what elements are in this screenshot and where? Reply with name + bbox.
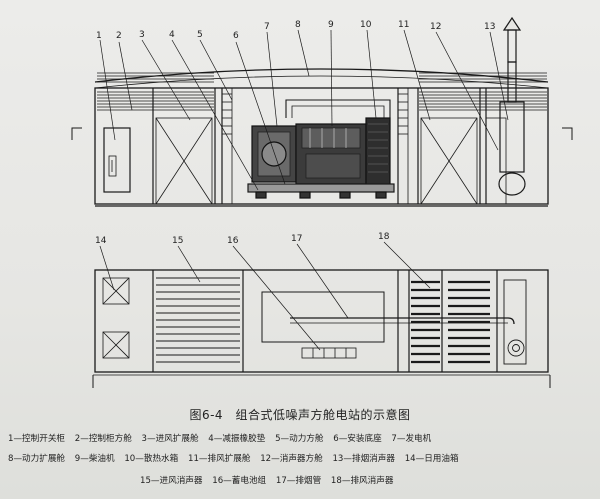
- legend-item: 3—进风扩展舱: [141, 434, 199, 444]
- exhaust-air-silencer: [411, 280, 490, 364]
- callout-7: 7: [264, 22, 270, 32]
- callout-10: 10: [360, 20, 372, 30]
- figure-caption: 图6-4 组合式低噪声方舱电站的示意图: [189, 408, 411, 422]
- callout-4: 4: [169, 30, 175, 40]
- rubber-pads: [255, 191, 387, 199]
- legend-item: 8—动力扩展舱: [8, 454, 66, 464]
- callout-13: 13: [484, 22, 495, 32]
- legend-row-1: 1—控制开关柜 2—控制柜方舱 3—进风扩展舱 4—减振橡胶垫 5—动力方舱 6…: [8, 432, 598, 444]
- callout-leaders: [99, 29, 509, 351]
- callout-18: 18: [378, 232, 390, 242]
- exhaust-pipe: [285, 99, 391, 130]
- legend-item: 15—进风消声器: [140, 476, 203, 486]
- intake-louvre: [97, 72, 214, 111]
- day-fuel-tank: [102, 277, 130, 359]
- diesel-engine: [295, 123, 367, 185]
- legend-item: 16—蓄电池组: [212, 476, 267, 486]
- legend-row-2: 8—动力扩展舱 9—柴油机 10—散热水箱 11—排风扩展舱 12—消声器方舱 …: [8, 452, 598, 464]
- callout-14: 14: [95, 236, 107, 246]
- callout-3: 3: [139, 30, 145, 40]
- legend-item: 7—发电机: [391, 434, 432, 444]
- legend-item: 11—排风扩展舱: [187, 454, 251, 464]
- legend-item: 18—排风消声器: [330, 476, 394, 486]
- exhaust-silencer: [498, 16, 526, 196]
- control-switch-cabinet: [103, 127, 131, 193]
- legend-item: 5—动力方舱: [275, 434, 324, 444]
- callout-15: 15: [172, 236, 183, 246]
- legend-item: 14—日用油箱: [404, 454, 459, 464]
- callout-numbers: 1 2 3 4 5 6 7 8 9 10 11 12 13 14 15 16 1…: [95, 20, 495, 246]
- callout-5: 5: [197, 30, 203, 40]
- callout-2: 2: [116, 31, 122, 41]
- callout-6: 6: [233, 31, 239, 41]
- exhaust-louvre: [419, 72, 547, 111]
- mounting-base: [247, 183, 395, 193]
- battery-pack: [301, 347, 357, 359]
- legend-item: 4—减振橡胶垫: [208, 434, 266, 444]
- legend-item: 10—散热水箱: [124, 454, 179, 464]
- legend-item: 17—排烟管: [275, 476, 322, 486]
- plan-view: [92, 269, 551, 388]
- callout-9: 9: [328, 20, 334, 30]
- intake-silencer: [156, 277, 240, 363]
- callout-8: 8: [295, 20, 301, 30]
- legend-item: 9—柴油机: [74, 454, 115, 464]
- legend-item: 12—消声器方舱: [260, 454, 323, 464]
- generator: [251, 125, 297, 183]
- legend-item: 1—控制开关柜: [8, 434, 66, 444]
- callout-17: 17: [291, 234, 302, 244]
- callout-1: 1: [96, 31, 102, 41]
- legend-item: 6—安装底座: [333, 434, 382, 444]
- radiator: [365, 117, 391, 187]
- exhaust-pipe-plan: [290, 317, 515, 325]
- ladder: [222, 88, 409, 204]
- callout-16: 16: [227, 236, 239, 246]
- callout-11: 11: [398, 20, 409, 30]
- legend-item: 13—排烟消声器: [332, 454, 395, 464]
- legend-row-3: 15—进风消声器 16—蓄电池组 17—排烟管 18—排风消声器: [140, 474, 600, 486]
- callout-12: 12: [430, 22, 441, 32]
- side-elevation-view: [71, 16, 573, 207]
- legend-item: 2—控制柜方舱: [74, 434, 132, 444]
